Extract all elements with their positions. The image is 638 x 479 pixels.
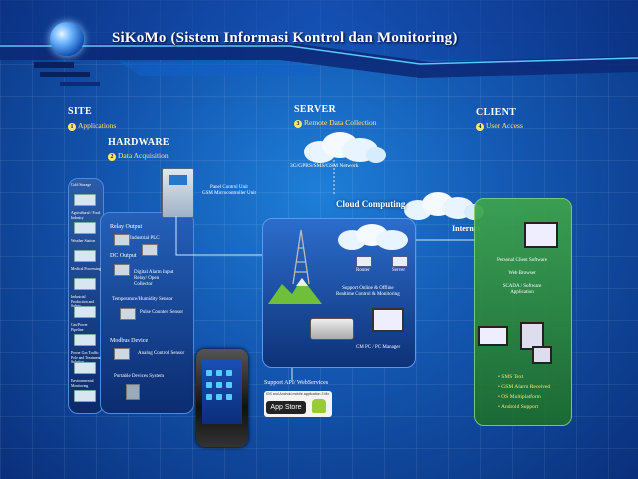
client-line2-label: Web Browser xyxy=(508,271,536,276)
client-title: CLIENT xyxy=(476,107,517,118)
landscape-icon xyxy=(268,278,322,304)
support-api-label: Support API/ WebServices xyxy=(264,380,329,386)
site-item-icon xyxy=(74,306,96,318)
client-feature-item: • Android Support xyxy=(498,404,539,410)
site-item-label: Gas/Power Pipeline xyxy=(71,323,88,332)
pulse-counter-label: Pulse Counter Sensor xyxy=(140,310,184,315)
appstore-caption: iOS and Android mobile application 3 Mo xyxy=(266,392,330,396)
antenna-tower-icon xyxy=(292,229,310,285)
appstore-button[interactable]: App Store xyxy=(266,401,306,414)
site-item-icon xyxy=(74,194,96,206)
digital-alarm-label: Digital Alarm Input Relay/ Open Collecto… xyxy=(134,270,174,287)
laptop-icon xyxy=(478,326,508,346)
android-icon xyxy=(312,399,326,413)
client-feature-item: • GSM Alarm Received xyxy=(498,384,551,390)
cloud-computing-label: Cloud Computing xyxy=(336,199,406,209)
dc-device-icon xyxy=(114,264,130,276)
header-band xyxy=(0,0,638,86)
analog-sensor-label: Analog Control Sensor xyxy=(138,351,185,356)
site-item-label: Agricultural / Food Industry xyxy=(71,211,101,220)
site-item-label: Environmental Monitoring xyxy=(71,379,94,388)
internet-label: Internet xyxy=(452,224,480,233)
site-item-label: Weather Station xyxy=(71,239,96,243)
tablet-icon xyxy=(520,322,544,350)
pc-manager-label: CM PC / PC Manager xyxy=(356,345,401,350)
hardware-title: HARDWARE xyxy=(108,137,170,148)
site-item-label: Cold Storage xyxy=(71,183,91,187)
site-item-icon xyxy=(74,278,96,290)
desktop-monitor-icon xyxy=(524,222,558,248)
appstore-badge[interactable]: iOS and Android mobile application 3 Mo … xyxy=(264,391,332,417)
site-item-icon xyxy=(74,334,96,346)
smartphone-icon xyxy=(196,349,248,447)
site-title: SITE xyxy=(68,106,92,117)
site-item-icon xyxy=(74,362,96,374)
router-label: Router xyxy=(356,268,370,273)
relay-device-icon xyxy=(114,234,130,246)
portable-device-icon xyxy=(126,384,140,400)
site-item-icon xyxy=(74,390,96,402)
server-cloud-icon xyxy=(338,224,408,250)
client-feature-item: • SMS Text xyxy=(498,374,524,380)
server-label: Server xyxy=(392,268,406,273)
network-label: 3G/GPRS/SMS/GSM Network xyxy=(290,163,359,169)
plc-device-icon xyxy=(142,244,158,256)
pc-monitor-icon xyxy=(372,308,404,332)
server-box-icon xyxy=(310,318,354,340)
modbus-device-icon xyxy=(114,348,130,360)
client-line1-label: Personal Client Software xyxy=(497,258,547,263)
network-cloud-icon xyxy=(304,132,386,163)
portable-devices-label: Portable Devices System xyxy=(114,374,164,379)
relay-output-label: Relay Output xyxy=(110,224,143,230)
plc-label: Industrial PLC xyxy=(130,236,160,241)
site-item-icon xyxy=(74,222,96,234)
mobile-device-icon xyxy=(532,346,552,364)
site-item-icon xyxy=(74,250,96,262)
client-feature-item: • OS Multiplatform xyxy=(498,394,541,400)
client-line3-label: SCADA / Software Application xyxy=(502,284,542,295)
page-title: SiKoMo (Sistem Informasi Kontrol dan Mon… xyxy=(112,30,458,46)
server-icon xyxy=(392,256,408,267)
support-realtime-label: Support Online & Offline Realtime Contro… xyxy=(336,286,400,297)
globe-logo-icon xyxy=(50,22,84,56)
site-item-label: Medical Processing xyxy=(71,267,101,271)
panel-control-label: Panel Control Unit GSM Microcontroller U… xyxy=(202,185,256,196)
temperature-sensor-label: Temperature/Humidity Sensor xyxy=(112,297,173,302)
router-icon xyxy=(356,256,372,267)
dc-output-label: DC Output xyxy=(110,253,137,259)
temperature-sensor-icon xyxy=(120,308,136,320)
panel-control-unit-icon xyxy=(162,168,194,218)
modbus-label: Modbus Device xyxy=(110,338,149,344)
server-title: SERVER xyxy=(294,104,337,115)
